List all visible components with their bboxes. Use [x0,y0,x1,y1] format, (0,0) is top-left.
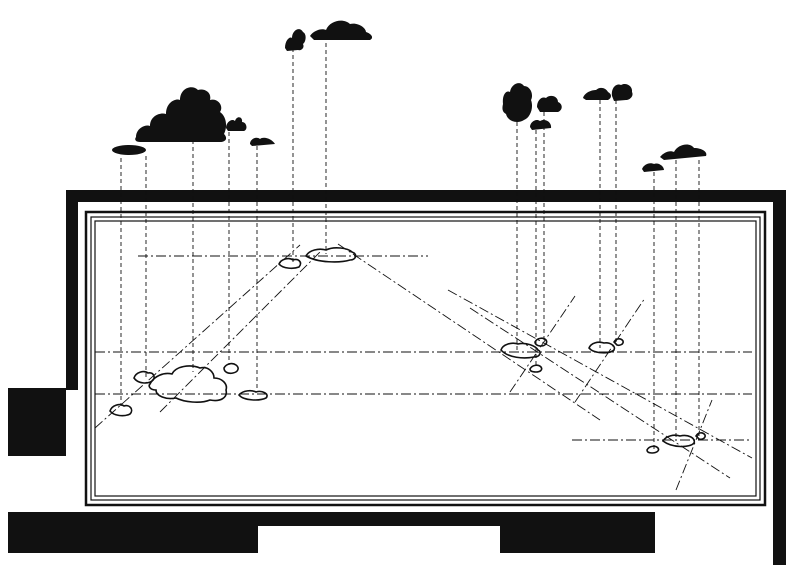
left-wall-stub [66,190,78,390]
reflection-j [588,341,616,354]
reflected-clouds [109,247,706,454]
cloud-right-d [583,87,611,100]
cloud-top-a [285,29,306,51]
reflection-l [661,434,696,448]
reflection-a [133,370,155,384]
floor-slab [8,512,655,553]
cloud-top-b [310,20,373,40]
reflection-e [278,257,302,270]
cloud-large [135,87,227,142]
cloud-right-b [537,95,562,112]
reflection-g [500,342,541,359]
reflection-c [237,389,268,401]
window-frame-middle [90,216,761,501]
cloud-small-c [250,137,275,146]
structure [8,190,786,565]
window-frame-outer [84,210,767,507]
reflection-d [109,403,133,417]
roof-slab [66,190,786,202]
reflection-m [695,432,706,441]
cloud-small-b [112,145,146,155]
reflection-i [529,364,543,373]
right-wall [773,190,786,565]
reflection-h [534,337,548,347]
sky-clouds [112,20,707,172]
left-block [8,388,66,456]
cloud-right-e [611,83,633,101]
reflection-k [613,338,624,347]
cloud-right-c [530,119,552,130]
reflection-large [148,365,228,403]
cloud-right-f [642,163,664,172]
reflection-axes [94,243,753,491]
reflection-f [304,247,357,263]
window-frame-inner [94,220,757,497]
reflection-n [646,445,660,454]
window-frame [84,210,767,507]
cloud-right-g [660,144,707,160]
cloud-small-a [226,117,247,131]
cloud-right-a [502,83,533,122]
reflection-b [223,362,239,375]
